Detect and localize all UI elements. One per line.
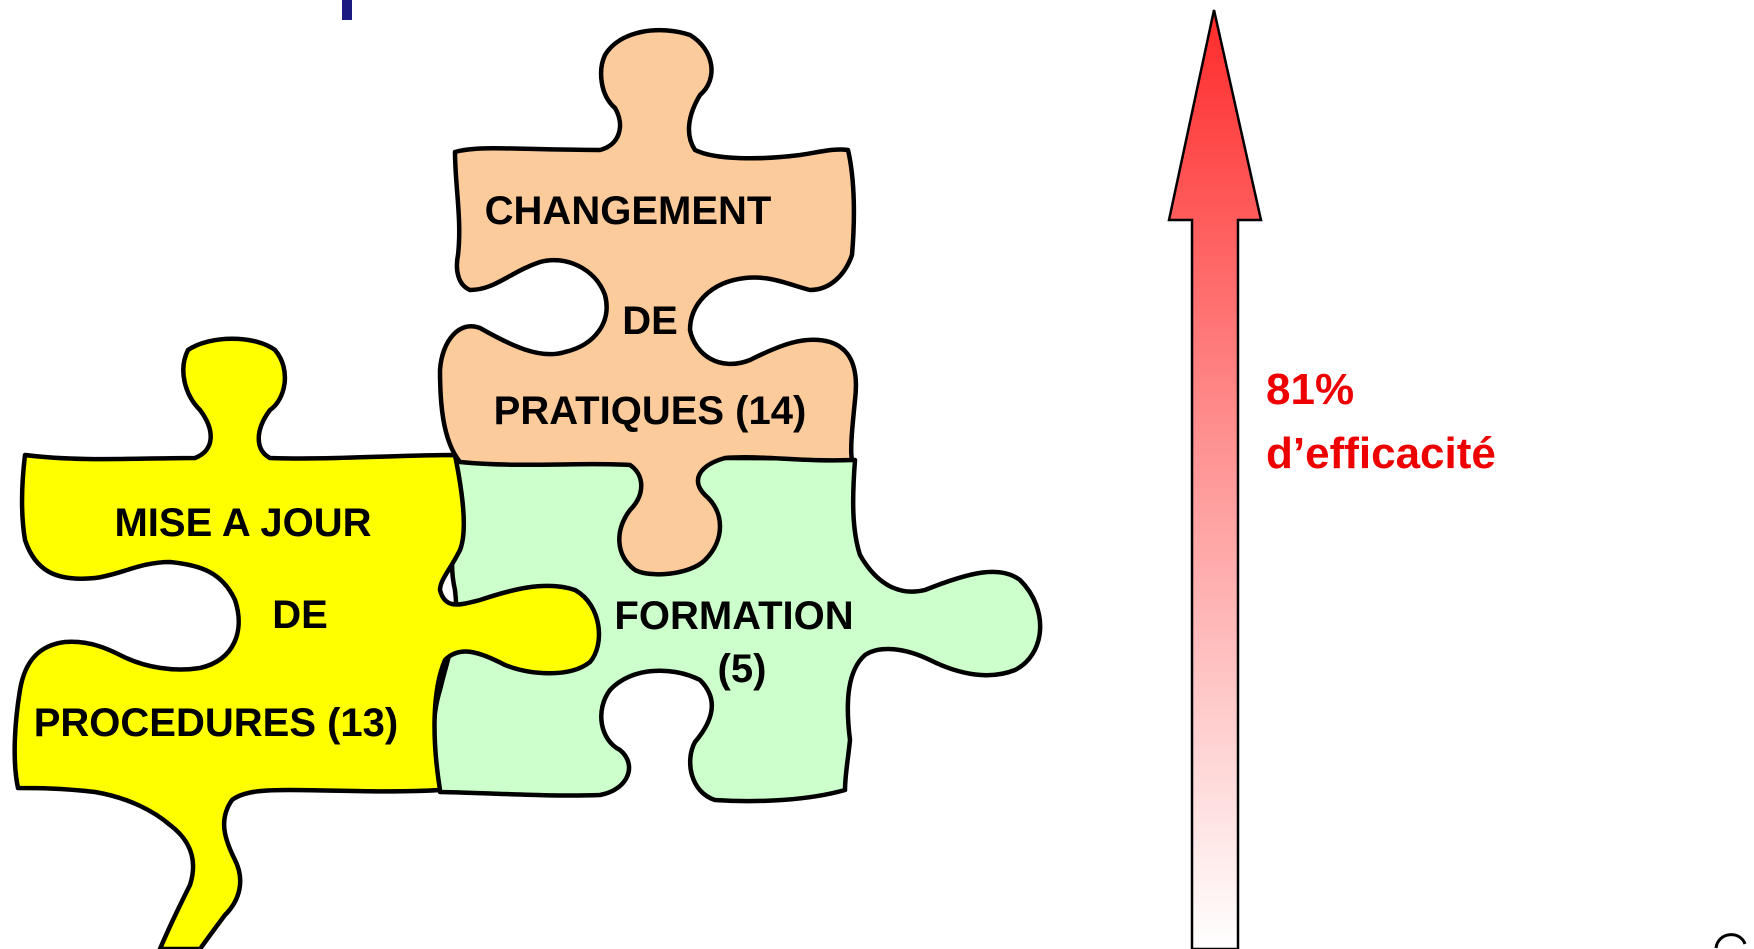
formation-line2: (5) [718, 647, 767, 691]
changement-line1: CHANGEMENT [485, 189, 772, 233]
efficacy-arrow [1167, 9, 1263, 949]
page-number-fragment [1714, 933, 1747, 949]
puzzle-piece-mise-a-jour [12, 336, 602, 949]
changement-line3: PRATIQUES (14) [494, 389, 807, 433]
puzzle-piece-changement [437, 28, 859, 577]
efficacy-percent: 81% [1266, 365, 1354, 414]
efficacy-label: d’efficacité [1266, 429, 1496, 478]
title-fragment [342, 0, 352, 20]
mise-a-jour-line2: DE [272, 593, 328, 637]
mise-a-jour-line3: PROCEDURES (13) [34, 701, 399, 745]
formation-line1: FORMATION [614, 594, 853, 638]
changement-line2: DE [622, 299, 678, 343]
puzzle-piece-formation [430, 452, 1043, 804]
mise-a-jour-line1: MISE A JOUR [114, 501, 371, 545]
